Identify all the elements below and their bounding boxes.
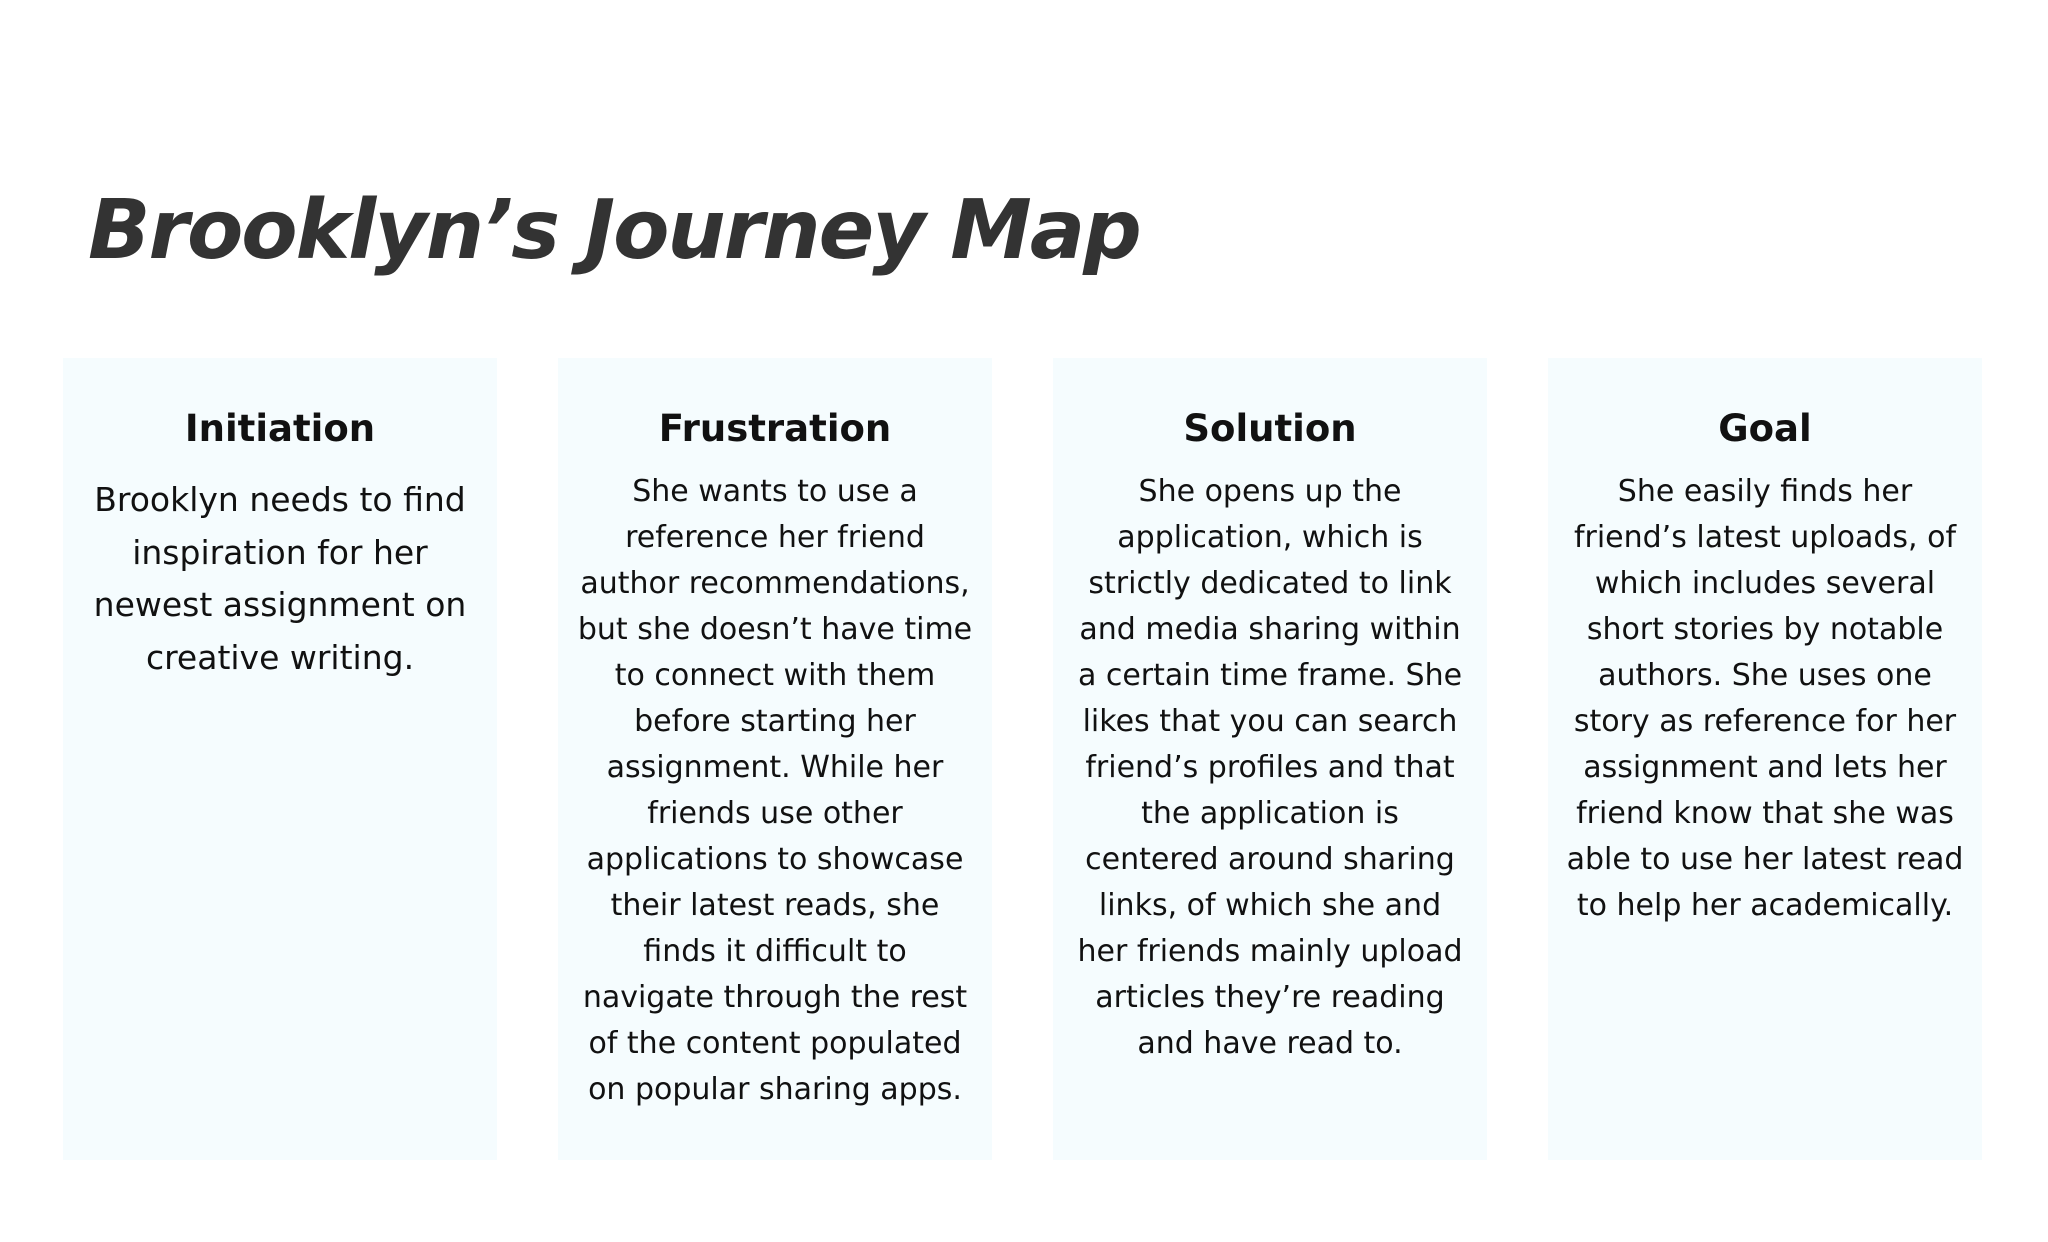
journey-card-frustration: Frustration She wants to use a reference… [558, 358, 992, 1160]
journey-card-solution: Solution She opens up the application, w… [1053, 358, 1487, 1160]
card-body: She wants to use a reference her friend … [577, 474, 973, 1108]
card-body: She easily finds her friend’s latest upl… [1566, 474, 1964, 924]
card-heading: Solution [1183, 407, 1357, 450]
journey-card-initiation: Initiation Brooklyn needs to find inspir… [63, 358, 497, 1160]
card-body: Brooklyn needs to find inspiration for h… [93, 480, 467, 677]
journey-card-goal: Goal She easily finds her friend’s lates… [1548, 358, 1982, 1160]
card-heading: Goal [1718, 407, 1812, 450]
card-heading: Initiation [184, 407, 376, 450]
card-body: She opens up the application, which is s… [1077, 474, 1463, 1062]
card-heading: Frustration [658, 407, 892, 450]
page-title: Brooklyn’s Journey Map [88, 183, 1142, 278]
